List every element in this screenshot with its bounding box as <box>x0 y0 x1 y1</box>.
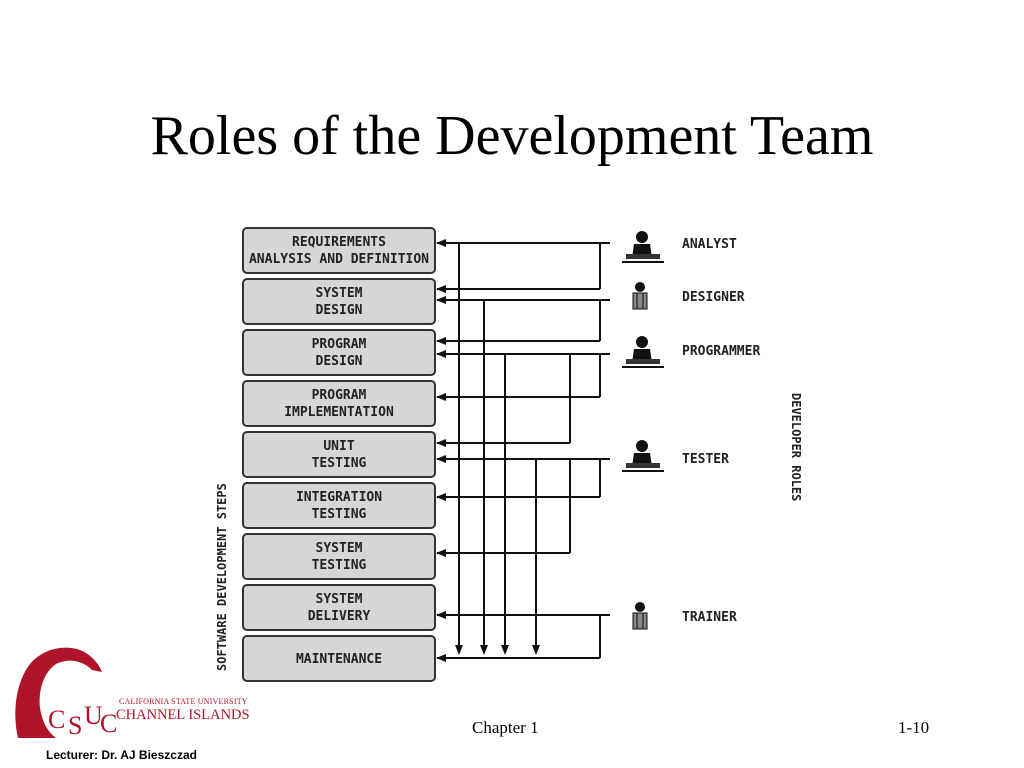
seated-person-icon <box>622 440 664 472</box>
role-tester: TESTER <box>622 440 729 472</box>
footer-lecturer: Lecturer: Dr. AJ Bieszczad <box>46 748 197 762</box>
svg-text:S: S <box>68 711 82 740</box>
developer-roles-label: DEVELOPER ROLES <box>789 393 803 501</box>
footer-page-number: 1-10 <box>898 718 930 737</box>
step-label-line1: PROGRAM <box>312 388 367 403</box>
step-program-implementation: PROGRAM IMPLEMENTATION <box>242 380 436 427</box>
step-box <box>242 329 436 376</box>
step-system-design: SYSTEM DESIGN <box>242 278 436 325</box>
step-box <box>242 482 436 529</box>
step-requirements: REQUIREMENTS ANALYSIS AND DEFINITION <box>242 227 436 274</box>
step-label-line2: ANALYSIS AND DEFINITION <box>249 252 429 267</box>
step-box <box>242 380 436 427</box>
role-label: PROGRAMMER <box>682 344 760 359</box>
role-label: TRAINER <box>682 610 737 625</box>
step-maintenance: MAINTENANCE <box>242 635 436 682</box>
step-box <box>242 278 436 325</box>
step-box <box>242 227 436 274</box>
arrowheads <box>436 239 540 662</box>
footer-chapter: Chapter 1 <box>472 718 539 737</box>
step-box <box>242 533 436 580</box>
step-system-delivery: SYSTEM DELIVERY <box>242 584 436 631</box>
step-label-line2: DELIVERY <box>308 609 371 624</box>
role-programmer: PROGRAMMER <box>622 336 760 368</box>
step-label-line2: TESTING <box>312 558 367 573</box>
step-label-line1: UNIT <box>323 439 354 454</box>
standing-person-icon <box>632 282 648 310</box>
standing-person-icon <box>632 602 648 630</box>
svg-text:C: C <box>48 705 65 734</box>
role-label: TESTER <box>682 452 729 467</box>
step-label-line2: IMPLEMENTATION <box>284 405 394 420</box>
step-label-line2: DESIGN <box>316 354 363 369</box>
step-label-line2: TESTING <box>312 507 367 522</box>
software-steps-label: SOFTWARE DEVELOPMENT STEPS <box>215 483 229 671</box>
dolphin-icon: C S U C <box>15 647 117 740</box>
roles-diagram-svg: SOFTWARE DEVELOPMENT STEPS DEVELOPER ROL… <box>215 227 803 682</box>
step-label-line1: MAINTENANCE <box>296 652 382 667</box>
csuci-logo: C S U C <box>10 642 120 747</box>
role-trainer: TRAINER <box>632 602 737 630</box>
step-system-testing: SYSTEM TESTING <box>242 533 436 580</box>
step-label-line2: TESTING <box>312 456 367 471</box>
logo-university-line: CALIFORNIA STATE UNIVERSITY <box>119 697 248 706</box>
step-label-line1: SYSTEM <box>316 286 363 301</box>
step-label-line1: SYSTEM <box>316 541 363 556</box>
role-analyst: ANALYST <box>622 231 737 263</box>
step-integration-testing: INTEGRATION TESTING <box>242 482 436 529</box>
step-box <box>242 431 436 478</box>
step-label-line2: DESIGN <box>316 303 363 318</box>
role-label: ANALYST <box>682 237 737 252</box>
role-label: DESIGNER <box>682 290 745 305</box>
role-designer: DESIGNER <box>632 282 745 310</box>
step-label-line1: REQUIREMENTS <box>292 235 386 250</box>
step-unit-testing: UNIT TESTING <box>242 431 436 478</box>
step-box <box>242 584 436 631</box>
seated-person-icon <box>622 336 664 368</box>
roles-diagram: SOFTWARE DEVELOPMENT STEPS DEVELOPER ROL… <box>200 215 820 690</box>
step-label-line1: INTEGRATION <box>296 490 382 505</box>
svg-text:U: U <box>84 701 103 730</box>
logo-campus-line: CHANNEL ISLANDS <box>116 707 250 723</box>
step-label-line1: SYSTEM <box>316 592 363 607</box>
slide-title: Roles of the Development Team <box>150 105 874 167</box>
step-box <box>242 635 436 682</box>
step-program-design: PROGRAM DESIGN <box>242 329 436 376</box>
seated-person-icon <box>622 231 664 263</box>
step-label-line1: PROGRAM <box>312 337 367 352</box>
connector-lines <box>437 242 610 659</box>
svg-text:C: C <box>100 709 117 738</box>
